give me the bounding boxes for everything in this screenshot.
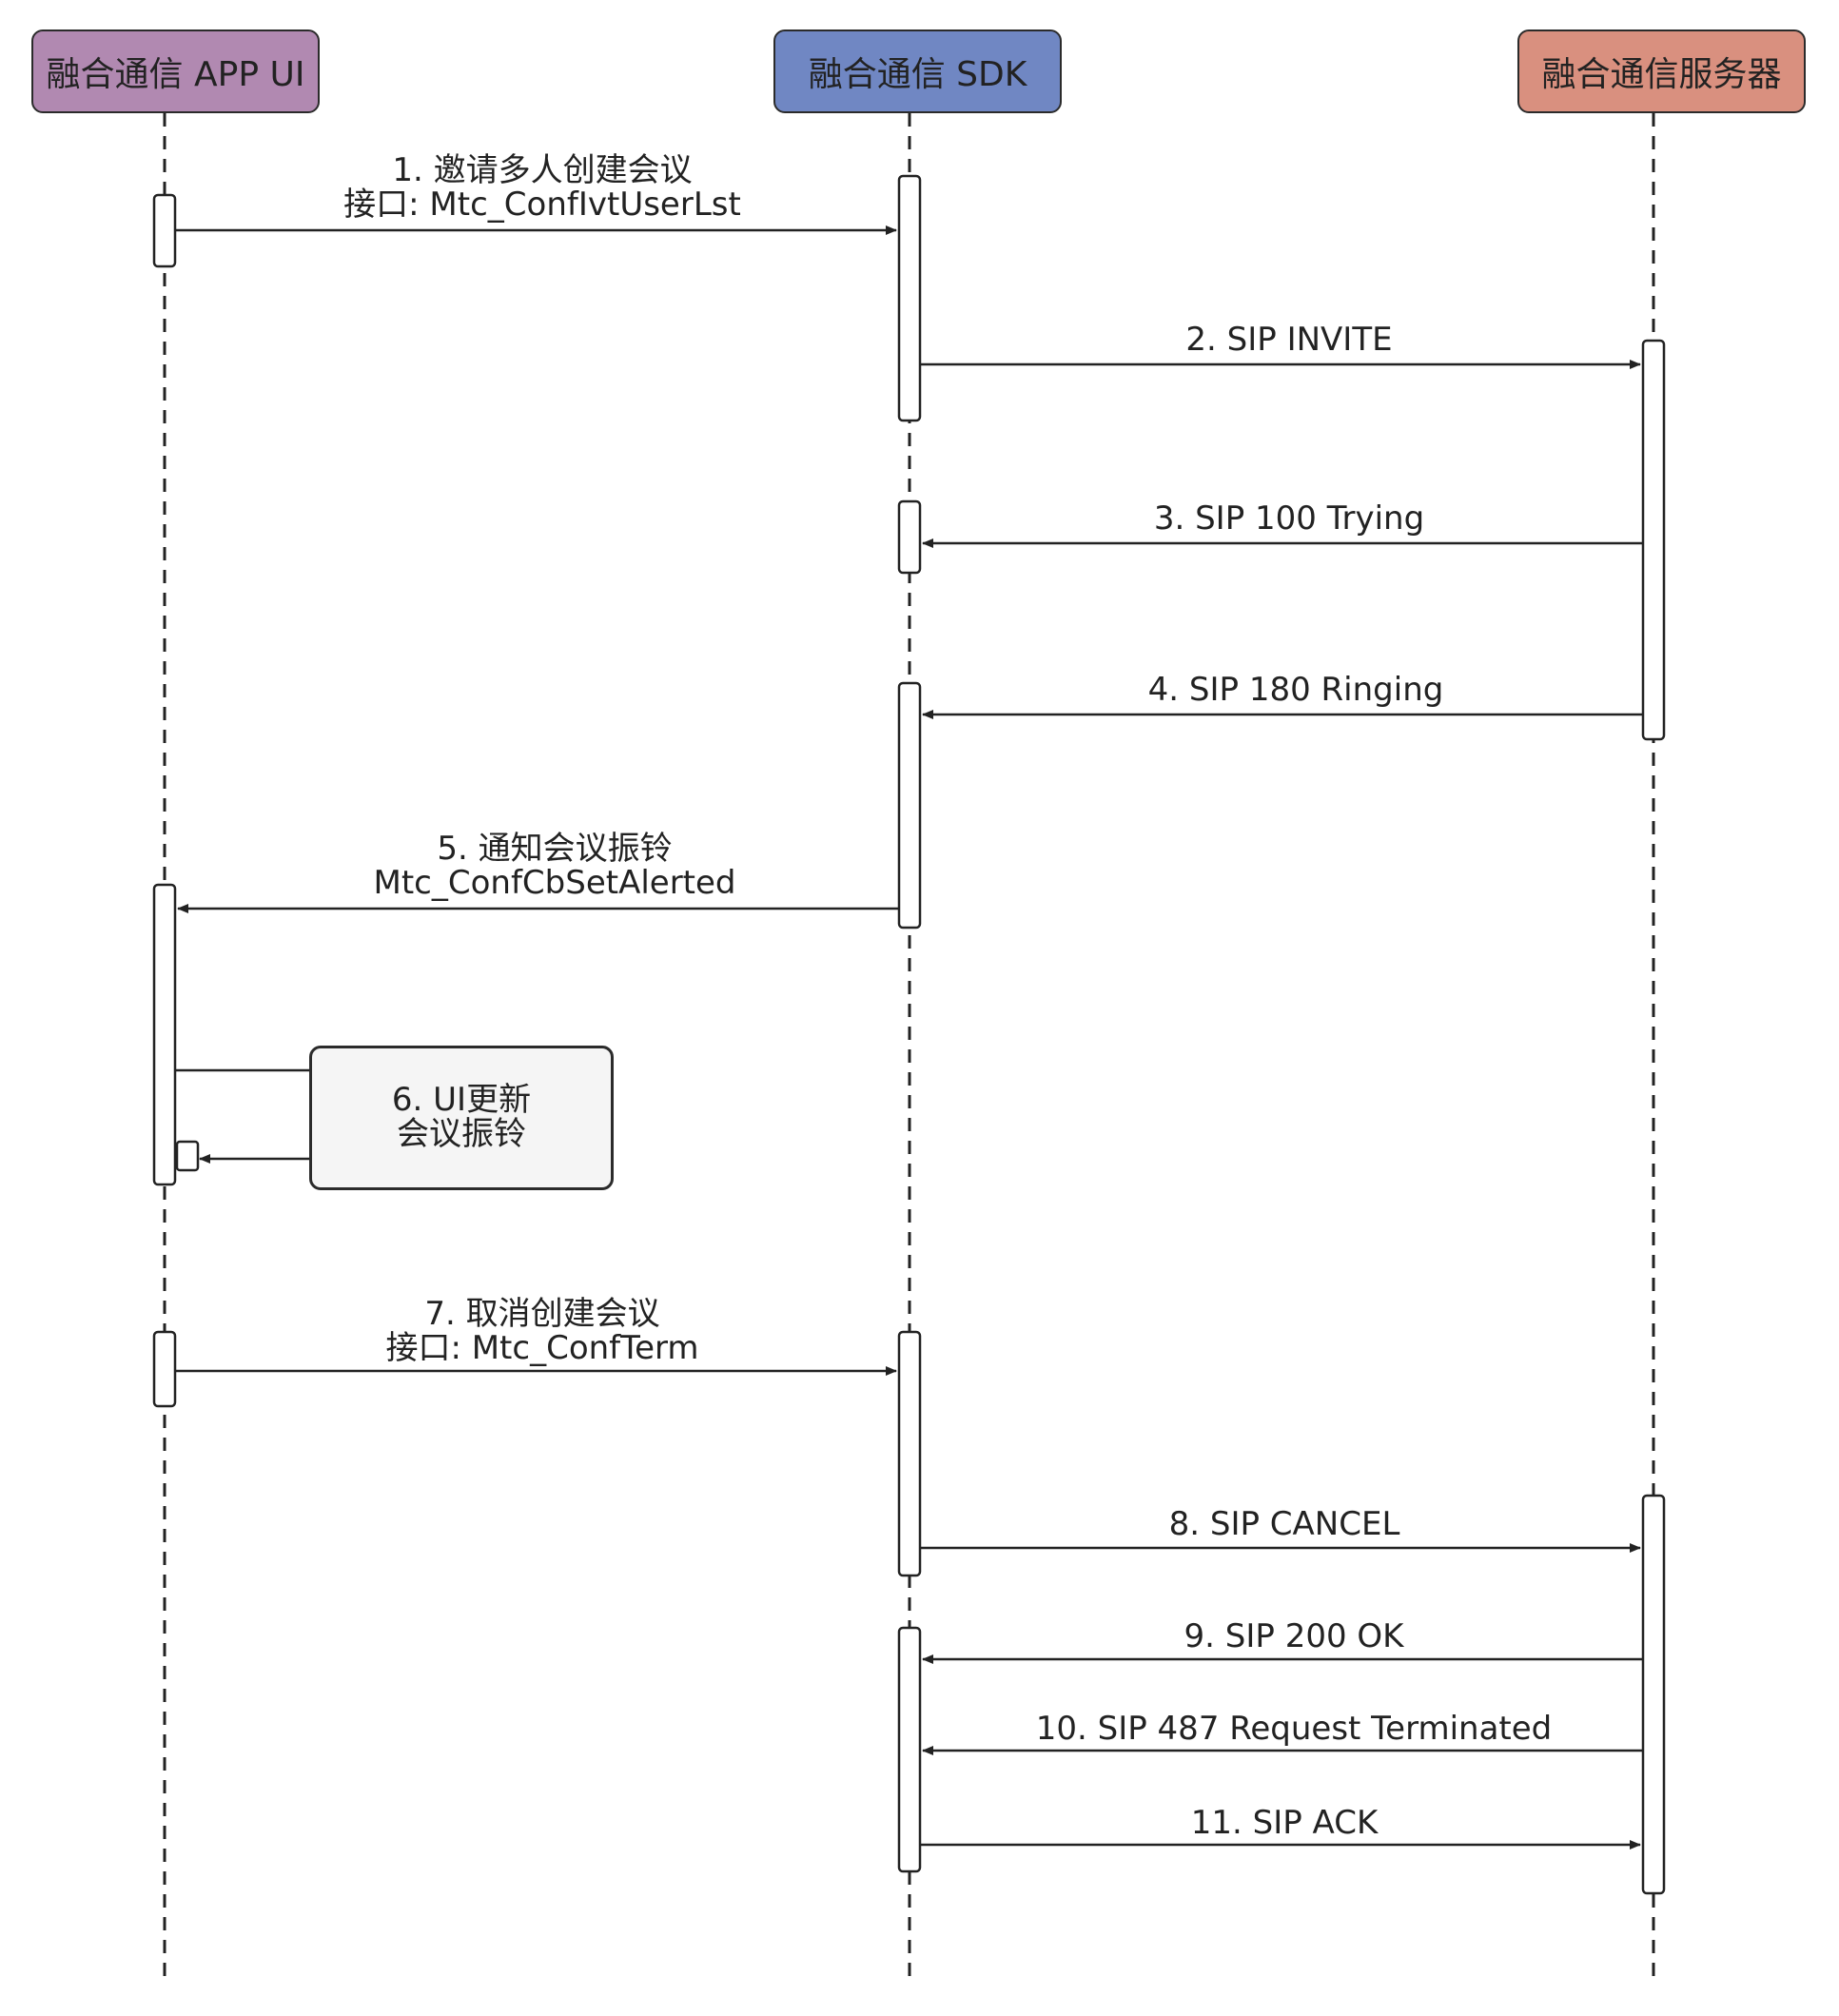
self-call-activation bbox=[175, 1140, 200, 1172]
participant-sdk-label: 融合通信 SDK bbox=[808, 55, 1027, 94]
activation-bar-8 bbox=[897, 1626, 922, 1873]
participant-server-label: 融合通信服务器 bbox=[1541, 55, 1782, 94]
activation-bar-10 bbox=[1641, 1494, 1666, 1895]
activation-bar-2 bbox=[152, 883, 177, 1186]
participant-app-ui-label: 融合通信 APP UI bbox=[46, 55, 305, 94]
participant-sdk: 融合通信 SDK bbox=[773, 29, 1062, 113]
message-4-label: 4. SIP 180 Ringing bbox=[1147, 671, 1444, 709]
participant-app-ui: 融合通信 APP UI bbox=[31, 29, 320, 113]
message-8-label: 8. SIP CANCEL bbox=[1168, 1505, 1400, 1543]
message-3-label: 3. SIP 100 Trying bbox=[1153, 499, 1425, 538]
activation-bar-5 bbox=[897, 499, 922, 575]
activation-bar-9 bbox=[1641, 339, 1666, 741]
message-10-label: 10. SIP 487 Request Terminated bbox=[1035, 1710, 1553, 1748]
message-11-label: 11. SIP ACK bbox=[1190, 1804, 1379, 1842]
message-7-label: 7. 取消创建会议 接口: Mtc_ConfTerm bbox=[385, 1295, 699, 1367]
message-1-label: 1. 邀请多人创建会议 接口: Mtc_ConfIvtUserLst bbox=[343, 151, 741, 224]
activation-bar-7 bbox=[897, 1330, 922, 1577]
participant-server: 融合通信服务器 bbox=[1517, 29, 1806, 113]
activation-bar-3 bbox=[152, 1330, 177, 1408]
self-call-note: 6. UI更新 会议振铃 bbox=[309, 1046, 614, 1190]
activation-bar-4 bbox=[897, 174, 922, 422]
activation-bar-6 bbox=[897, 681, 922, 930]
message-5-label: 5. 通知会议振铃 Mtc_ConfCbSetAlerted bbox=[373, 830, 736, 902]
activation-bar-1 bbox=[152, 193, 177, 268]
message-9-label: 9. SIP 200 OK bbox=[1184, 1617, 1404, 1655]
message-2-label: 2. SIP INVITE bbox=[1185, 321, 1393, 359]
